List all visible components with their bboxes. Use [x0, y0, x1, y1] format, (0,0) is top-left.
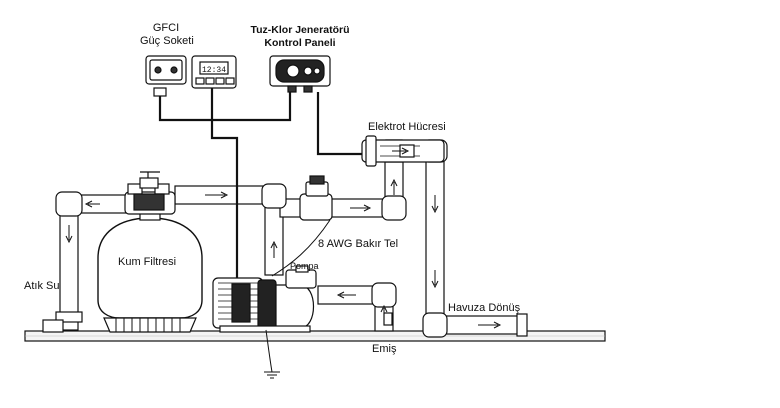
gfci-plug — [153, 87, 167, 97]
gfci-label-line1: GFCI — [152, 22, 180, 34]
waste-water-label: Atık Su — [24, 280, 60, 292]
pool-return-label: Havuza Dönüş — [448, 302, 521, 314]
control-panel-label-line2: Kontrol Paneli — [264, 37, 336, 49]
copper-wire-label: 8 AWG Bakır Tel — [318, 238, 399, 250]
timer-display: 12:34 — [202, 66, 226, 75]
pump-label: Pompa — [290, 261, 319, 271]
gfci-label-line2: Güç Soketi — [140, 35, 194, 47]
bonding-wire — [265, 219, 331, 373]
ground-slab — [24, 330, 606, 342]
control-panel-label-line1: Tuz-Klor Jeneratörü — [250, 24, 350, 36]
sand-filter-label: Kum Filtresi — [118, 256, 177, 268]
ground-icon — [264, 371, 280, 379]
control-panel — [269, 55, 331, 93]
control-panel-label: Tuz-Klor Jeneratörü Kontrol Paneli — [248, 24, 352, 50]
suction-label: Emiş — [372, 343, 397, 355]
flow-arrows — [65, 147, 502, 329]
electrode-cell-label: Elektrot Hücresi — [368, 121, 446, 133]
pump-assembly — [212, 265, 317, 333]
wiring — [158, 88, 362, 278]
gfci-label: GFCI Güç Soketi — [140, 22, 194, 48]
check-valve — [299, 175, 333, 221]
gfci-outlet — [145, 55, 187, 85]
timer-box — [191, 55, 237, 89]
multiport-valve — [124, 171, 176, 215]
sand-filter-tank — [97, 207, 203, 333]
